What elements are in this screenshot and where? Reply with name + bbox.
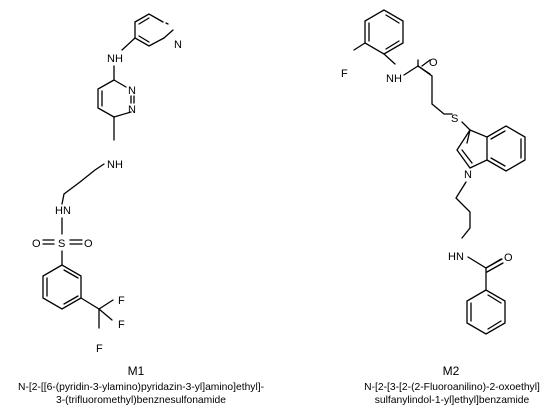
- m1-oxygen-right: O: [84, 238, 93, 250]
- m2-sulfur: S: [451, 113, 458, 125]
- m2-indole-n: N: [464, 169, 472, 181]
- m1-fluorine-3: F: [96, 343, 103, 355]
- m1-label: M1: [128, 364, 145, 378]
- m2-fluorine: F: [341, 68, 348, 80]
- m2-carbonyl-o-bottom: O: [504, 252, 513, 264]
- m1-name-line1: N-[2-[[6-(pyridin-3-ylamino)pyridazin-3-…: [18, 382, 264, 393]
- molecule-m1: N NH N N NH HN S O O: [18, 13, 264, 406]
- m1-pyridine-n: N: [174, 39, 182, 51]
- m2-fluorophenyl-ring: [364, 9, 404, 55]
- m2-carbonyl-o-top: O: [429, 57, 438, 69]
- m1-sulfur: S: [58, 238, 65, 250]
- molecule-m2: F NH O S N HN O: [341, 9, 540, 406]
- m1-benzene-ring: [42, 264, 82, 310]
- m2-anilide-nh: NH: [386, 73, 402, 85]
- m1-pyridazine-n1: N: [128, 85, 136, 97]
- m1-fluorine-2: F: [118, 319, 125, 331]
- m2-name-line1: N-[2-[3-[2-(2-Fluoroanilino)-2-oxoethyl]: [364, 382, 540, 393]
- m1-pyridine-ring: [134, 13, 174, 47]
- m1-pyridazine-n2: N: [128, 104, 136, 116]
- m1-pyridazine-ring: [97, 79, 135, 118]
- m2-benzoyl-ring: [466, 289, 506, 335]
- m2-indole-ring: [456, 125, 526, 172]
- m2-name-line2: sulfanylindol-1-yl]ethyl]benzamide: [375, 395, 530, 406]
- m1-amine-mid: NH: [107, 159, 123, 171]
- m1-sulfonamide-nh: HN: [55, 205, 71, 217]
- m1-fluorine-1: F: [118, 295, 125, 307]
- m1-amine-top: NH: [107, 53, 123, 65]
- m1-name-line2: 3-(trifluoromethyl)benznesulfonamide: [56, 395, 226, 406]
- m1-oxygen-left: O: [32, 238, 41, 250]
- m2-amide-nh: HN: [448, 251, 464, 263]
- m2-label: M2: [443, 364, 460, 378]
